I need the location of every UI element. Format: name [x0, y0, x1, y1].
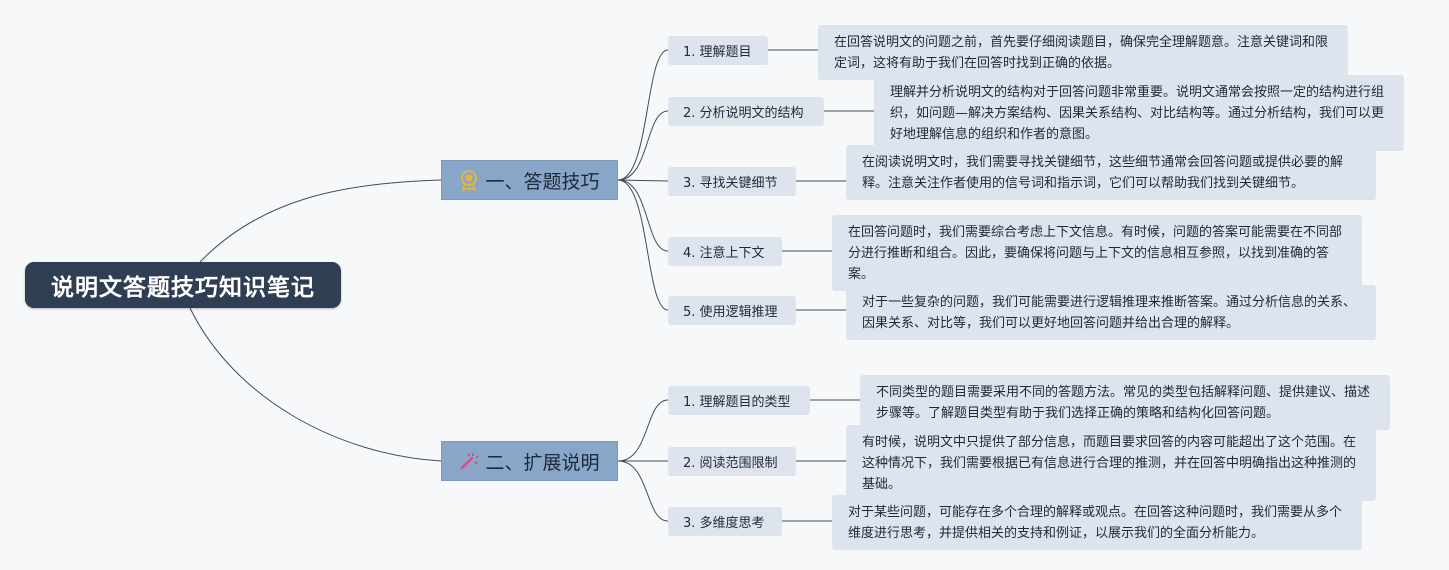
- branch-title: 一、答题技巧: [485, 170, 600, 193]
- subtopic-find-key-details[interactable]: 3. 寻找关键细节: [668, 167, 796, 196]
- subtopic-label: 2. 阅读范围限制: [683, 456, 778, 471]
- branch-extended-notes[interactable]: 二、扩展说明: [441, 441, 618, 481]
- subtopic-label: 4. 注意上下文: [683, 246, 765, 261]
- note-question-types[interactable]: 不同类型的题目需要采用不同的答题方法。常见的类型包括解释问题、提供建议、描述步骤…: [860, 375, 1390, 430]
- note-text: 对于一些复杂的问题，我们可能需要进行逻辑推理来推断答案。通过分析信息的关系、因果…: [862, 295, 1357, 331]
- subtopic-label: 1. 理解题目: [683, 45, 752, 60]
- branch2-link-1: [617, 399, 669, 462]
- root-title: 说明文答题技巧知识笔记: [51, 275, 315, 301]
- subtopic-analyze-structure[interactable]: 2. 分析说明文的结构: [668, 97, 824, 126]
- magic-wand-icon: [459, 451, 479, 471]
- branch-title: 二、扩展说明: [485, 451, 600, 474]
- subtopic-label: 1. 理解题目的类型: [683, 395, 791, 410]
- note-understand-question[interactable]: 在回答说明文的问题之前，首先要仔细阅读题目，确保完全理解题意。注意关键词和限定词…: [818, 25, 1348, 80]
- award-medal-icon: [459, 169, 479, 191]
- subtopic-label: 2. 分析说明文的结构: [683, 106, 804, 121]
- subtopic-question-types[interactable]: 1. 理解题目的类型: [668, 386, 810, 415]
- subtopic-label: 3. 寻找关键细节: [683, 176, 778, 191]
- branch1-link-3: [617, 179, 669, 182]
- note-text: 有时候，说明文中只提供了部分信息，而题目要求回答的内容可能超出了这个范围。在这种…: [862, 435, 1357, 492]
- note-text: 对于某些问题，可能存在多个合理的解释或观点。在回答这种问题时，我们需要从多个维度…: [848, 505, 1343, 541]
- root-to-branch2-line: [189, 307, 442, 462]
- subtopic-logical-reasoning[interactable]: 5. 使用逻辑推理: [668, 296, 796, 325]
- note-multi-dimensional[interactable]: 对于某些问题，可能存在多个合理的解释或观点。在回答这种问题时，我们需要从多个维度…: [832, 495, 1362, 550]
- branch1-link-2: [617, 110, 669, 181]
- branch1-link-1: [617, 49, 669, 181]
- note-reading-scope[interactable]: 有时候，说明文中只提供了部分信息，而题目要求回答的内容可能超出了这个范围。在这种…: [846, 425, 1376, 501]
- note-logical-reasoning[interactable]: 对于一些复杂的问题，我们可能需要进行逻辑推理来推断答案。通过分析信息的关系、因果…: [846, 285, 1376, 340]
- note-find-key-details[interactable]: 在阅读说明文时，我们需要寻找关键细节，这些细节通常会回答问题或提供必要的解释。注…: [846, 145, 1376, 200]
- note-analyze-structure[interactable]: 理解并分析说明文的结构对于回答问题非常重要。说明文通常会按照一定的结构进行组织，…: [874, 75, 1404, 151]
- branch2-link-3: [617, 460, 669, 522]
- subtopic-context[interactable]: 4. 注意上下文: [668, 237, 782, 266]
- subtopic-label: 5. 使用逻辑推理: [683, 305, 778, 320]
- branch-answering-skills[interactable]: 一、答题技巧: [441, 160, 618, 200]
- subtopic-label: 3. 多维度思考: [683, 516, 765, 531]
- subtopic-multi-dimensional[interactable]: 3. 多维度思考: [668, 507, 782, 536]
- note-text: 在回答问题时，我们需要综合考虑上下文信息。有时候，问题的答案可能需要在不同部分进…: [848, 225, 1343, 282]
- root-to-branch1-line: [199, 179, 442, 263]
- subtopic-understand-question[interactable]: 1. 理解题目: [668, 36, 768, 65]
- branch1-link-4: [617, 179, 669, 252]
- note-context[interactable]: 在回答问题时，我们需要综合考虑上下文信息。有时候，问题的答案可能需要在不同部分进…: [832, 215, 1362, 291]
- note-text: 在阅读说明文时，我们需要寻找关键细节，这些细节通常会回答问题或提供必要的解释。注…: [862, 155, 1344, 191]
- note-text: 在回答说明文的问题之前，首先要仔细阅读题目，确保完全理解题意。注意关键词和限定词…: [834, 35, 1329, 71]
- subtopic-reading-scope[interactable]: 2. 阅读范围限制: [668, 447, 796, 476]
- note-text: 理解并分析说明文的结构对于回答问题非常重要。说明文通常会按照一定的结构进行组织，…: [890, 85, 1385, 142]
- root-topic[interactable]: 说明文答题技巧知识笔记: [25, 262, 341, 308]
- branch1-link-5: [617, 179, 669, 311]
- note-text: 不同类型的题目需要采用不同的答题方法。常见的类型包括解释问题、提供建议、描述步骤…: [876, 385, 1371, 421]
